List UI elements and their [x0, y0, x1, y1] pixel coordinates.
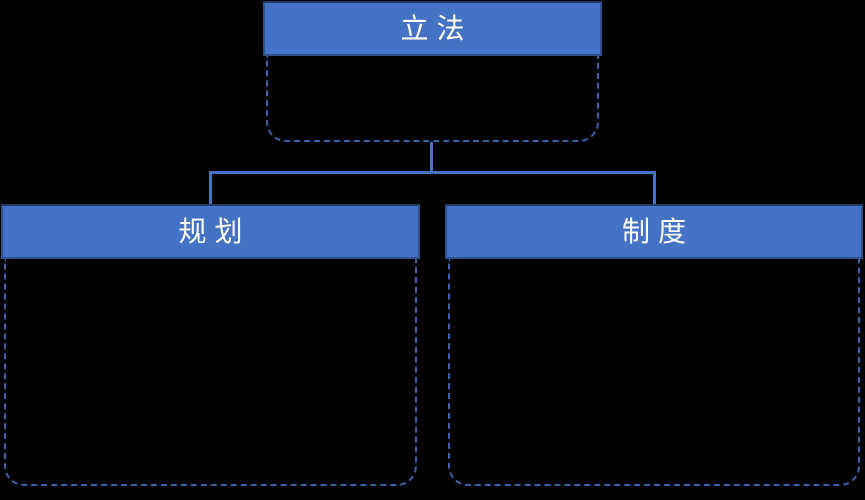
node-planning-body: [4, 259, 417, 486]
node-legislation-body: [266, 56, 599, 142]
node-legislation-header: 立法: [263, 1, 602, 56]
node-institution-header: 制度: [445, 204, 863, 259]
node-legislation: 立法: [263, 1, 602, 142]
node-institution: 制度: [445, 204, 863, 486]
connector-root-stem: [430, 142, 433, 173]
connector-drop-left: [209, 172, 212, 204]
connector-drop-right: [653, 172, 656, 204]
node-legislation-label: 立法: [400, 11, 473, 45]
node-institution-label: 制度: [621, 214, 694, 248]
node-planning: 规划: [1, 204, 420, 486]
node-institution-body: [448, 259, 860, 486]
node-planning-header: 规划: [1, 204, 420, 259]
connector-crossbar: [209, 171, 656, 174]
node-planning-label: 规划: [178, 214, 251, 248]
